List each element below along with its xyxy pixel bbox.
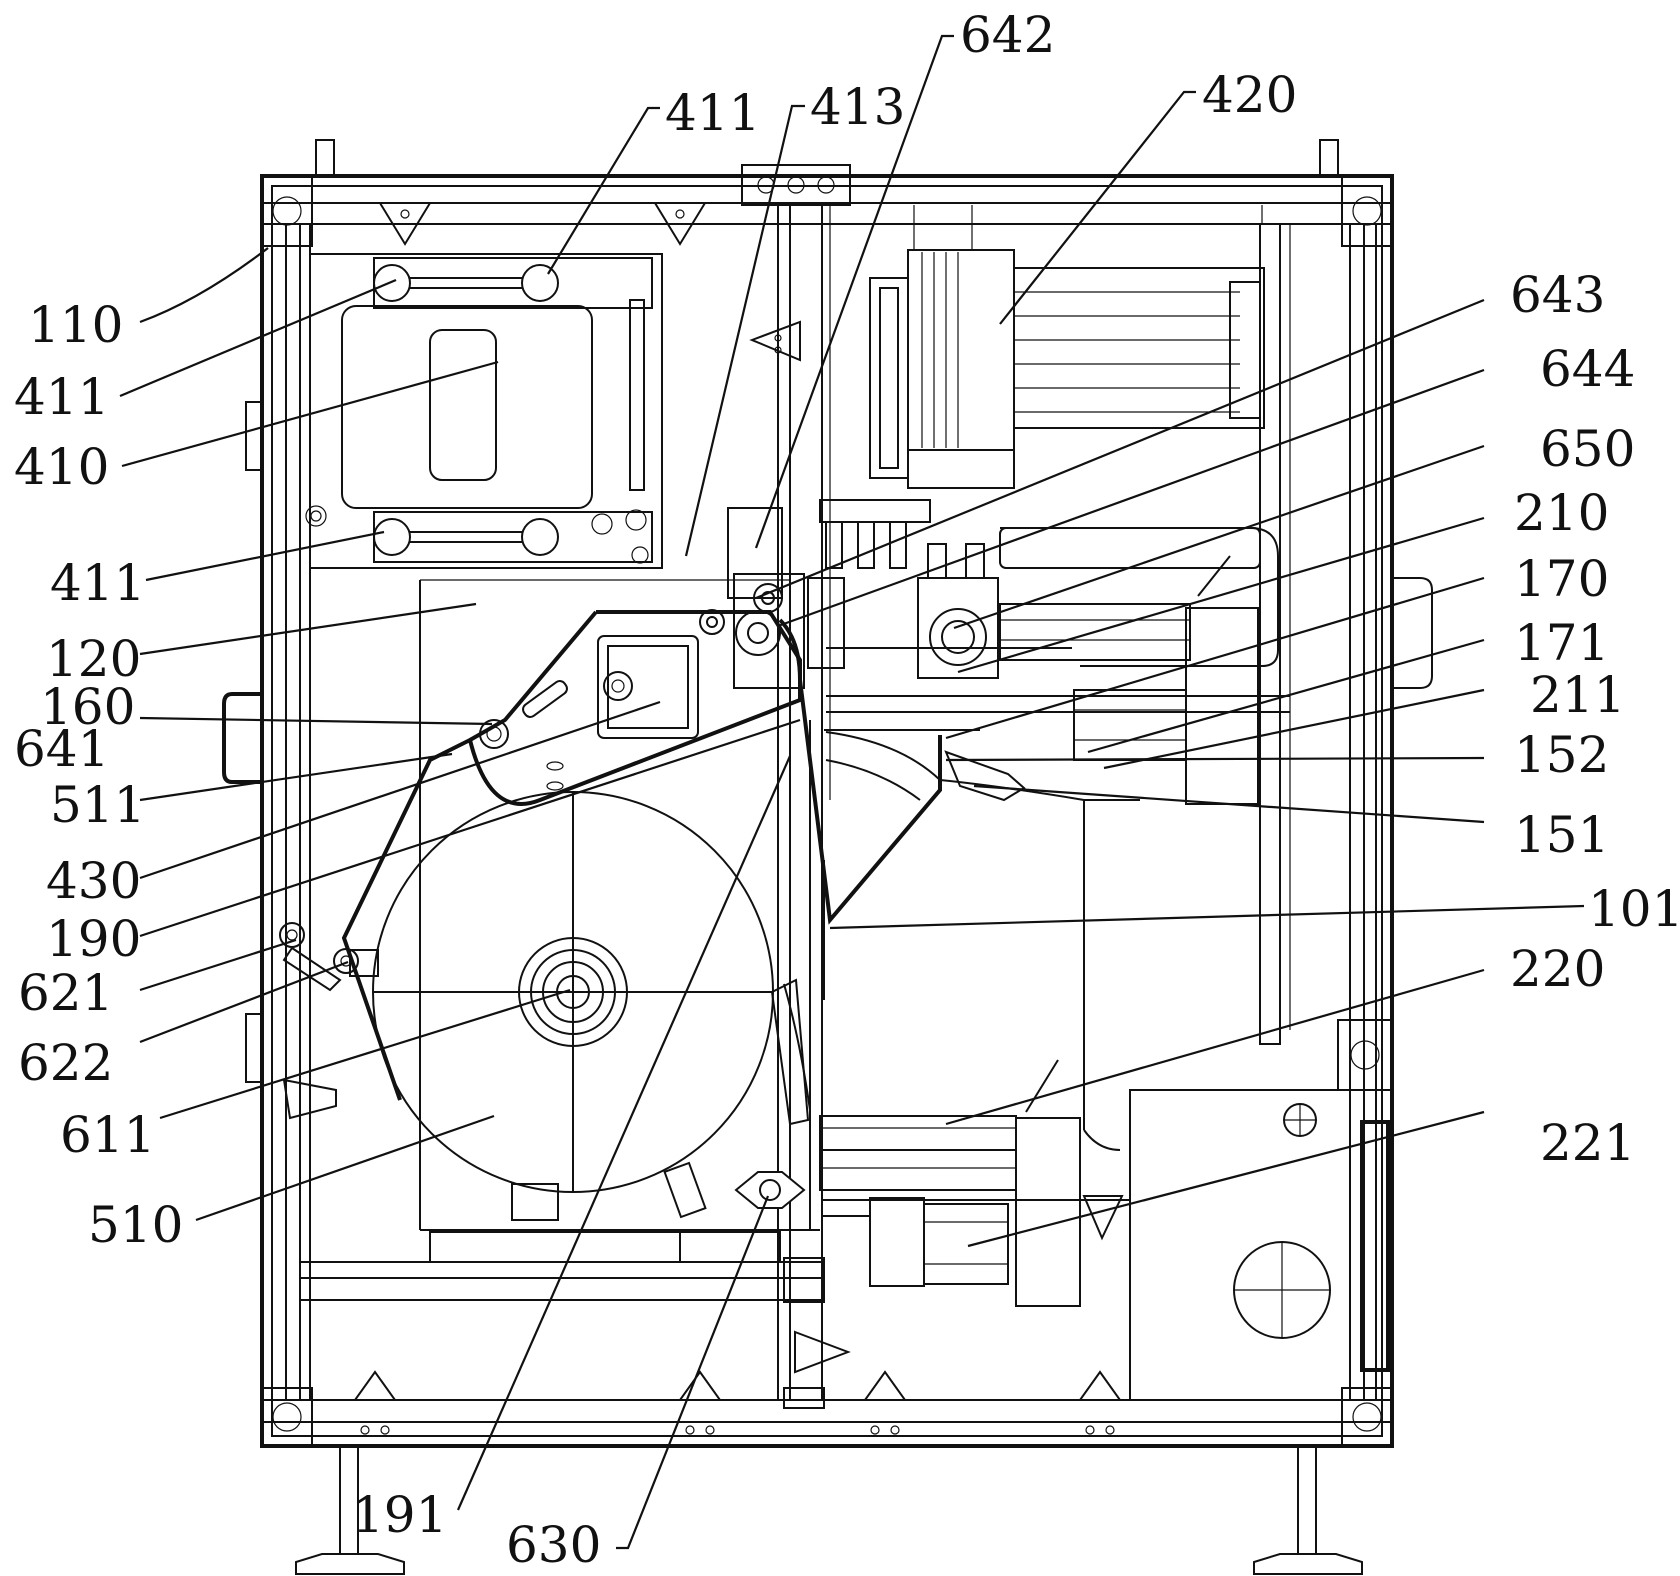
label-630: 630 (506, 1516, 601, 1574)
label-191: 191 (352, 1486, 447, 1544)
label-221: 221 (1540, 1114, 1635, 1172)
chute-hopper (778, 618, 1140, 1151)
label-411-left: 411 (14, 368, 109, 426)
label-160: 160 (40, 678, 135, 736)
label-430: 430 (46, 852, 141, 910)
label-510: 510 (88, 1196, 183, 1254)
callout-labels: 642 411 413 420 110 411 410 643 644 650 … (14, 6, 1680, 1574)
label-641: 641 (14, 720, 109, 778)
leader-lines (119, 34, 1585, 1550)
label-151: 151 (1514, 806, 1609, 864)
label-622: 622 (18, 1034, 113, 1092)
label-171: 171 (1514, 614, 1609, 672)
upper-cassette (305, 253, 663, 569)
upper-motor-unit (749, 205, 1281, 1045)
label-420: 420 (1202, 66, 1297, 124)
label-211: 211 (1530, 666, 1625, 724)
label-411-lower: 411 (50, 554, 145, 612)
label-152: 152 (1514, 726, 1609, 784)
label-101: 101 (1588, 880, 1680, 938)
label-410: 410 (14, 438, 109, 496)
label-611: 611 (60, 1106, 155, 1164)
machine-frame (222, 139, 1433, 1575)
label-170: 170 (1514, 550, 1609, 608)
label-220: 220 (1510, 940, 1605, 998)
label-621: 621 (18, 964, 113, 1022)
label-642: 642 (960, 6, 1055, 64)
main-reel-assembly (279, 579, 820, 1263)
label-644: 644 (1540, 340, 1635, 398)
label-511: 511 (50, 776, 145, 834)
lower-drive-cabinet (819, 1019, 1393, 1401)
label-190: 190 (46, 910, 141, 968)
label-643: 643 (1510, 266, 1605, 324)
label-650: 650 (1540, 420, 1635, 478)
label-411-top: 411 (665, 84, 760, 142)
guide-roller-assembly (699, 507, 1290, 805)
label-120: 120 (46, 630, 141, 688)
label-110: 110 (28, 296, 123, 354)
label-413: 413 (810, 78, 905, 136)
label-210: 210 (1514, 484, 1609, 542)
